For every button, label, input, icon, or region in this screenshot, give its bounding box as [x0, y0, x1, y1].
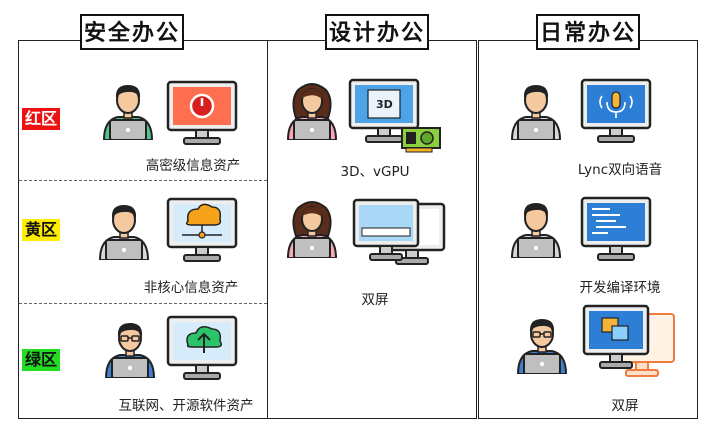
- item-caption: 开发编译环境: [579, 280, 661, 296]
- zone-caption: 高密级信息资产: [145, 158, 241, 174]
- item-caption: 双屏: [611, 398, 639, 414]
- zone-divider: [19, 180, 267, 181]
- item-caption: Lync双向语音: [577, 162, 663, 178]
- user-laptop-icon: [102, 318, 158, 378]
- design-title: 设计办公: [325, 14, 429, 50]
- power-button-monitor-icon: [166, 80, 238, 146]
- zone-badge-green: 绿区: [22, 349, 60, 371]
- voice-call-monitor-icon: [580, 78, 652, 144]
- user-laptop-icon: [284, 198, 340, 258]
- item-caption: 双屏: [361, 292, 389, 308]
- cloud-upload-monitor-icon: [166, 315, 238, 381]
- code-editor-monitor-icon: [580, 196, 652, 262]
- 3d-design-monitor-icon: 3D: [348, 78, 420, 144]
- cloud-network-monitor-icon: [166, 197, 238, 263]
- user-laptop-icon: [284, 80, 340, 140]
- user-laptop-icon: [508, 198, 564, 258]
- user-laptop-icon: [96, 200, 152, 260]
- zone-divider: [19, 303, 267, 304]
- zone-badge-red: 红区: [22, 108, 60, 130]
- daily-title: 日常办公: [536, 14, 640, 50]
- gpu-card-icon: [401, 127, 441, 153]
- zone-badge-yellow: 黄区: [22, 219, 60, 241]
- zone-caption: 非核心信息资产: [143, 280, 239, 296]
- user-laptop-icon: [514, 314, 570, 374]
- zone-caption: 互联网、开源软件资产: [118, 398, 254, 414]
- user-laptop-icon: [100, 80, 156, 140]
- item-caption: 3D、vGPU: [340, 164, 410, 180]
- security-title: 安全办公: [80, 14, 184, 50]
- dual-monitor-icon: [582, 304, 675, 377]
- dual-monitor-icon: [352, 198, 446, 265]
- 3d-label: 3D: [376, 98, 393, 111]
- user-laptop-icon: [508, 80, 564, 140]
